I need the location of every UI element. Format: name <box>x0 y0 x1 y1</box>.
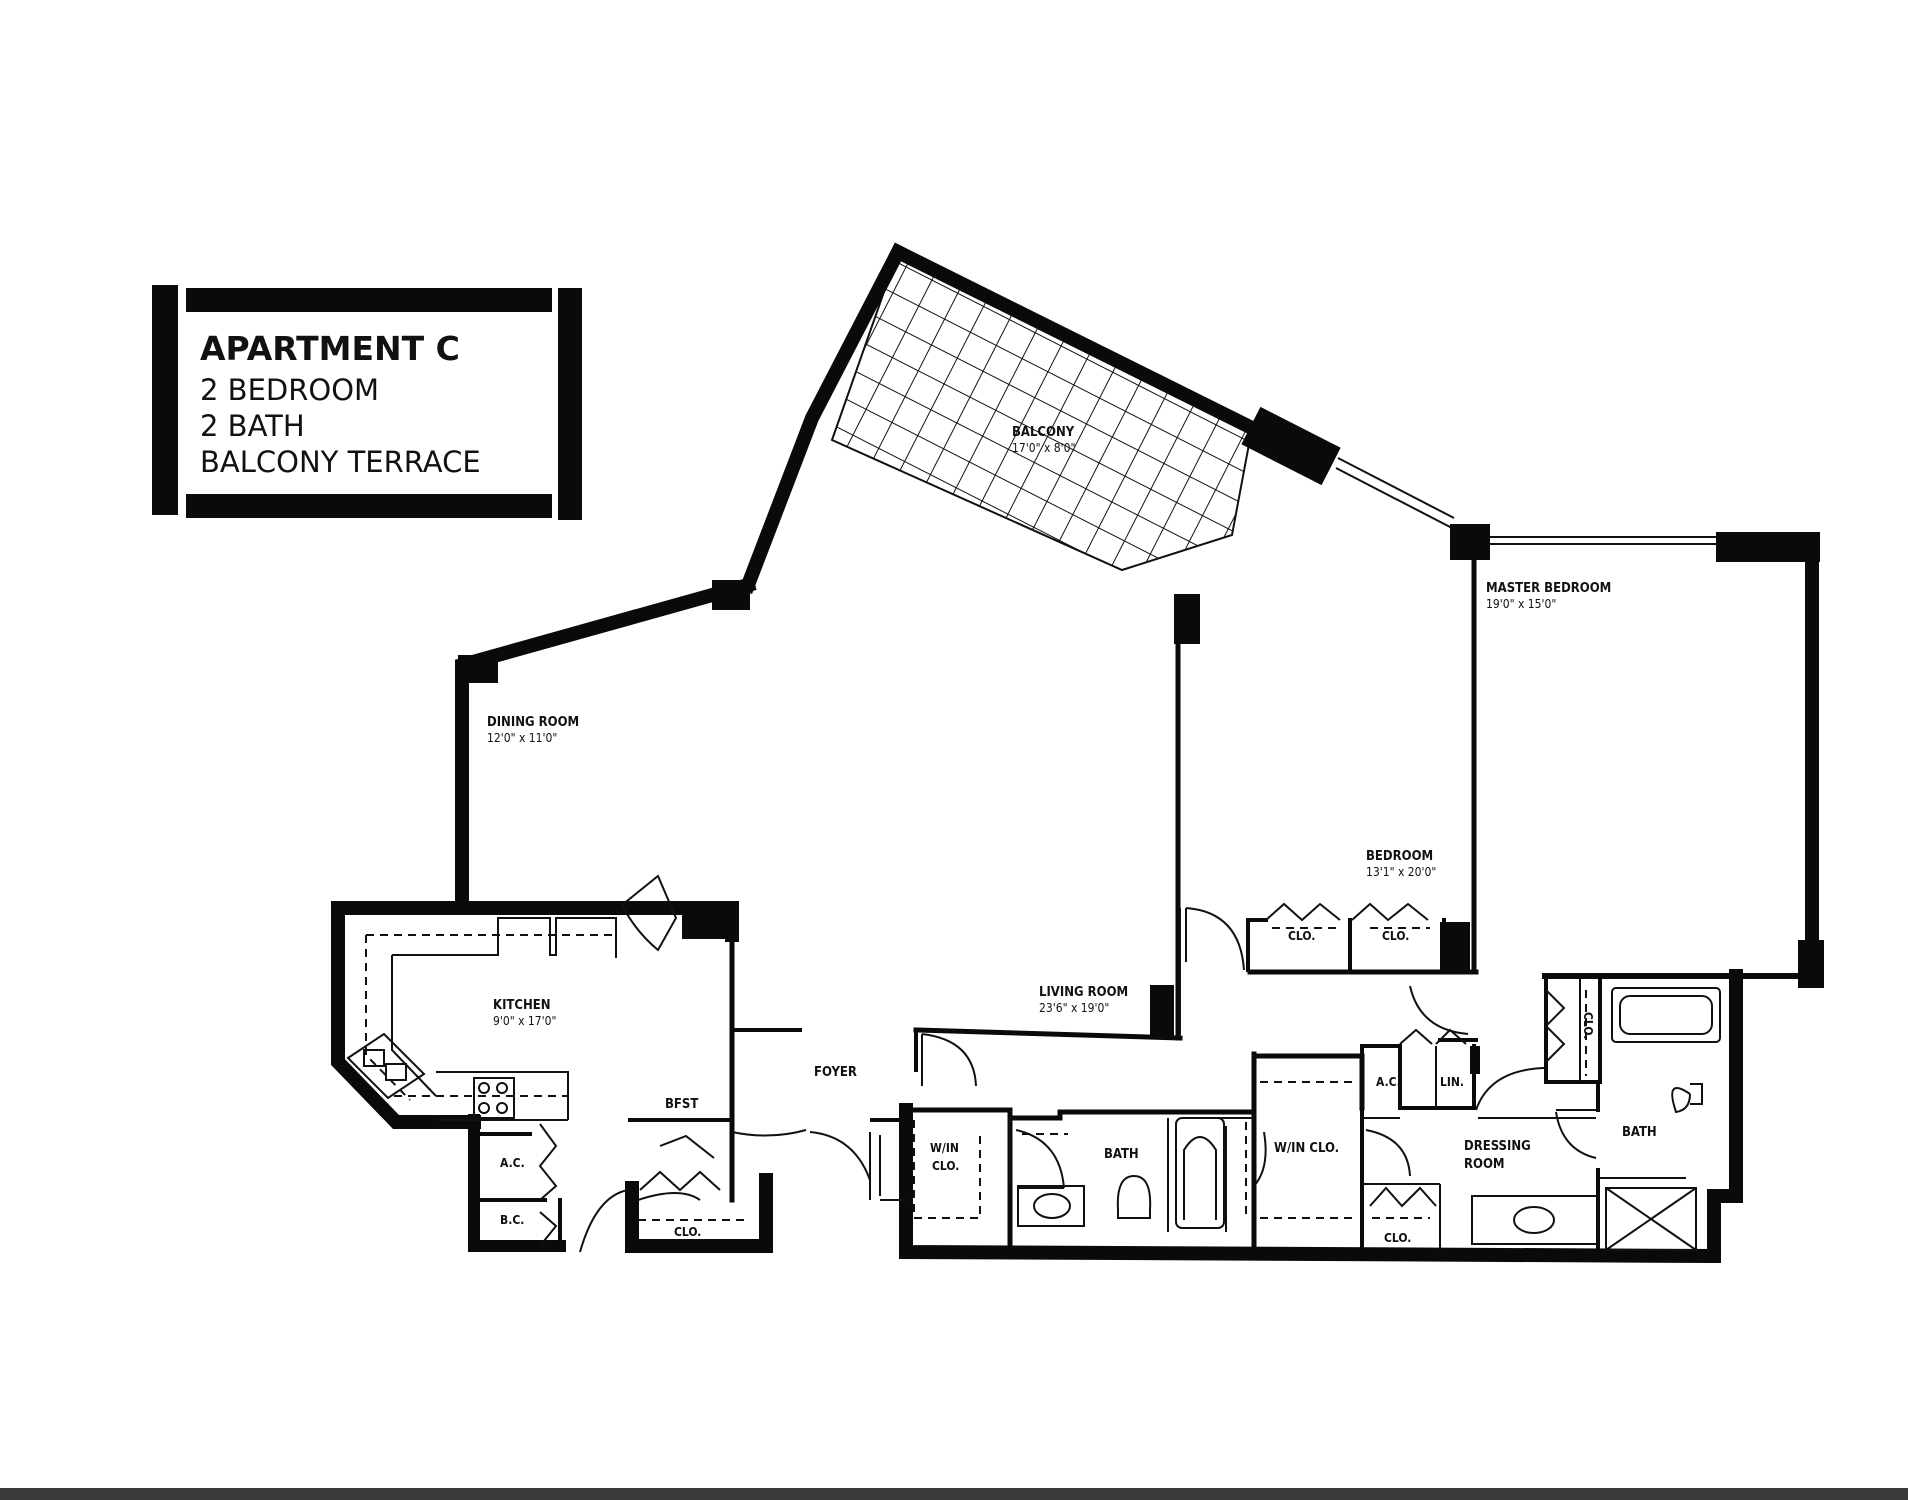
balcony-terrace: BALCONY TERRACE <box>200 445 481 479</box>
foyer-label: FOYER <box>814 1065 857 1080</box>
dining-room-label: DINING ROOM <box>487 715 579 730</box>
balcony-area: BALCONY 17'0" x 8'0" <box>830 250 1254 572</box>
bath-2-label: BATH <box>1622 1125 1657 1140</box>
ac-hall-label: A.C. <box>1376 1075 1401 1089</box>
bc-label: B.C. <box>500 1213 524 1227</box>
bath-1-label: BATH <box>1104 1147 1139 1162</box>
master-bedroom-label: MASTER BEDROOM <box>1486 581 1611 596</box>
dressing-room-label-line1: DRESSING <box>1464 1139 1531 1154</box>
balcony-label: BALCONY <box>1012 425 1075 440</box>
bottom-edge-bar <box>0 1488 1908 1500</box>
win-clo-1-label-line2: CLO. <box>932 1159 959 1173</box>
interior-walls <box>472 543 1686 1258</box>
clo-vertical-label: CLO. <box>1581 1012 1595 1039</box>
clo-bedroom-1-label: CLO. <box>1288 929 1315 943</box>
bfst-label: BFST <box>665 1097 698 1112</box>
living-room-dims: 23'6" x 19'0" <box>1039 1001 1109 1015</box>
balcony-dims: 17'0" x 8'0" <box>1012 441 1075 455</box>
win-clo-2-label: W/IN CLO. <box>1274 1141 1339 1156</box>
win-clo-1-label-line1: W/IN <box>930 1141 959 1155</box>
fixtures <box>1017 987 1721 1251</box>
bath-count: 2 BATH <box>200 409 305 443</box>
ac-kitchen-label: A.C. <box>500 1156 525 1170</box>
counters-and-shelves <box>346 917 1587 1221</box>
bedroom-dims: 13'1" x 20'0" <box>1366 865 1436 879</box>
kitchen-dims: 9'0" x 17'0" <box>493 1014 556 1028</box>
clo-dressing-label: CLO. <box>1384 1231 1411 1245</box>
bedroom-label: BEDROOM <box>1366 849 1433 864</box>
title-box: APARTMENT C 2 BEDROOM 2 BATH BALCONY TER… <box>152 285 582 520</box>
master-bedroom-dims: 19'0" x 15'0" <box>1486 597 1556 611</box>
kitchen-label: KITCHEN <box>493 998 551 1013</box>
dining-room-dims: 12'0" x 11'0" <box>487 731 557 745</box>
bedroom-count: 2 BEDROOM <box>200 373 379 407</box>
door-swings <box>538 874 1597 1253</box>
clo-kitchen-label: CLO. <box>674 1225 701 1239</box>
apartment-title: APARTMENT C <box>200 329 460 368</box>
lin-label: LIN. <box>1440 1075 1464 1089</box>
dressing-room-label-line2: ROOM <box>1464 1157 1505 1172</box>
bedroom-closets <box>1185 902 1446 972</box>
room-labels: MASTER BEDROOM 19'0" x 15'0" DINING ROOM… <box>487 581 1657 1245</box>
clo-bedroom-2-label: CLO. <box>1382 929 1409 943</box>
living-room-label: LIVING ROOM <box>1039 985 1128 1000</box>
